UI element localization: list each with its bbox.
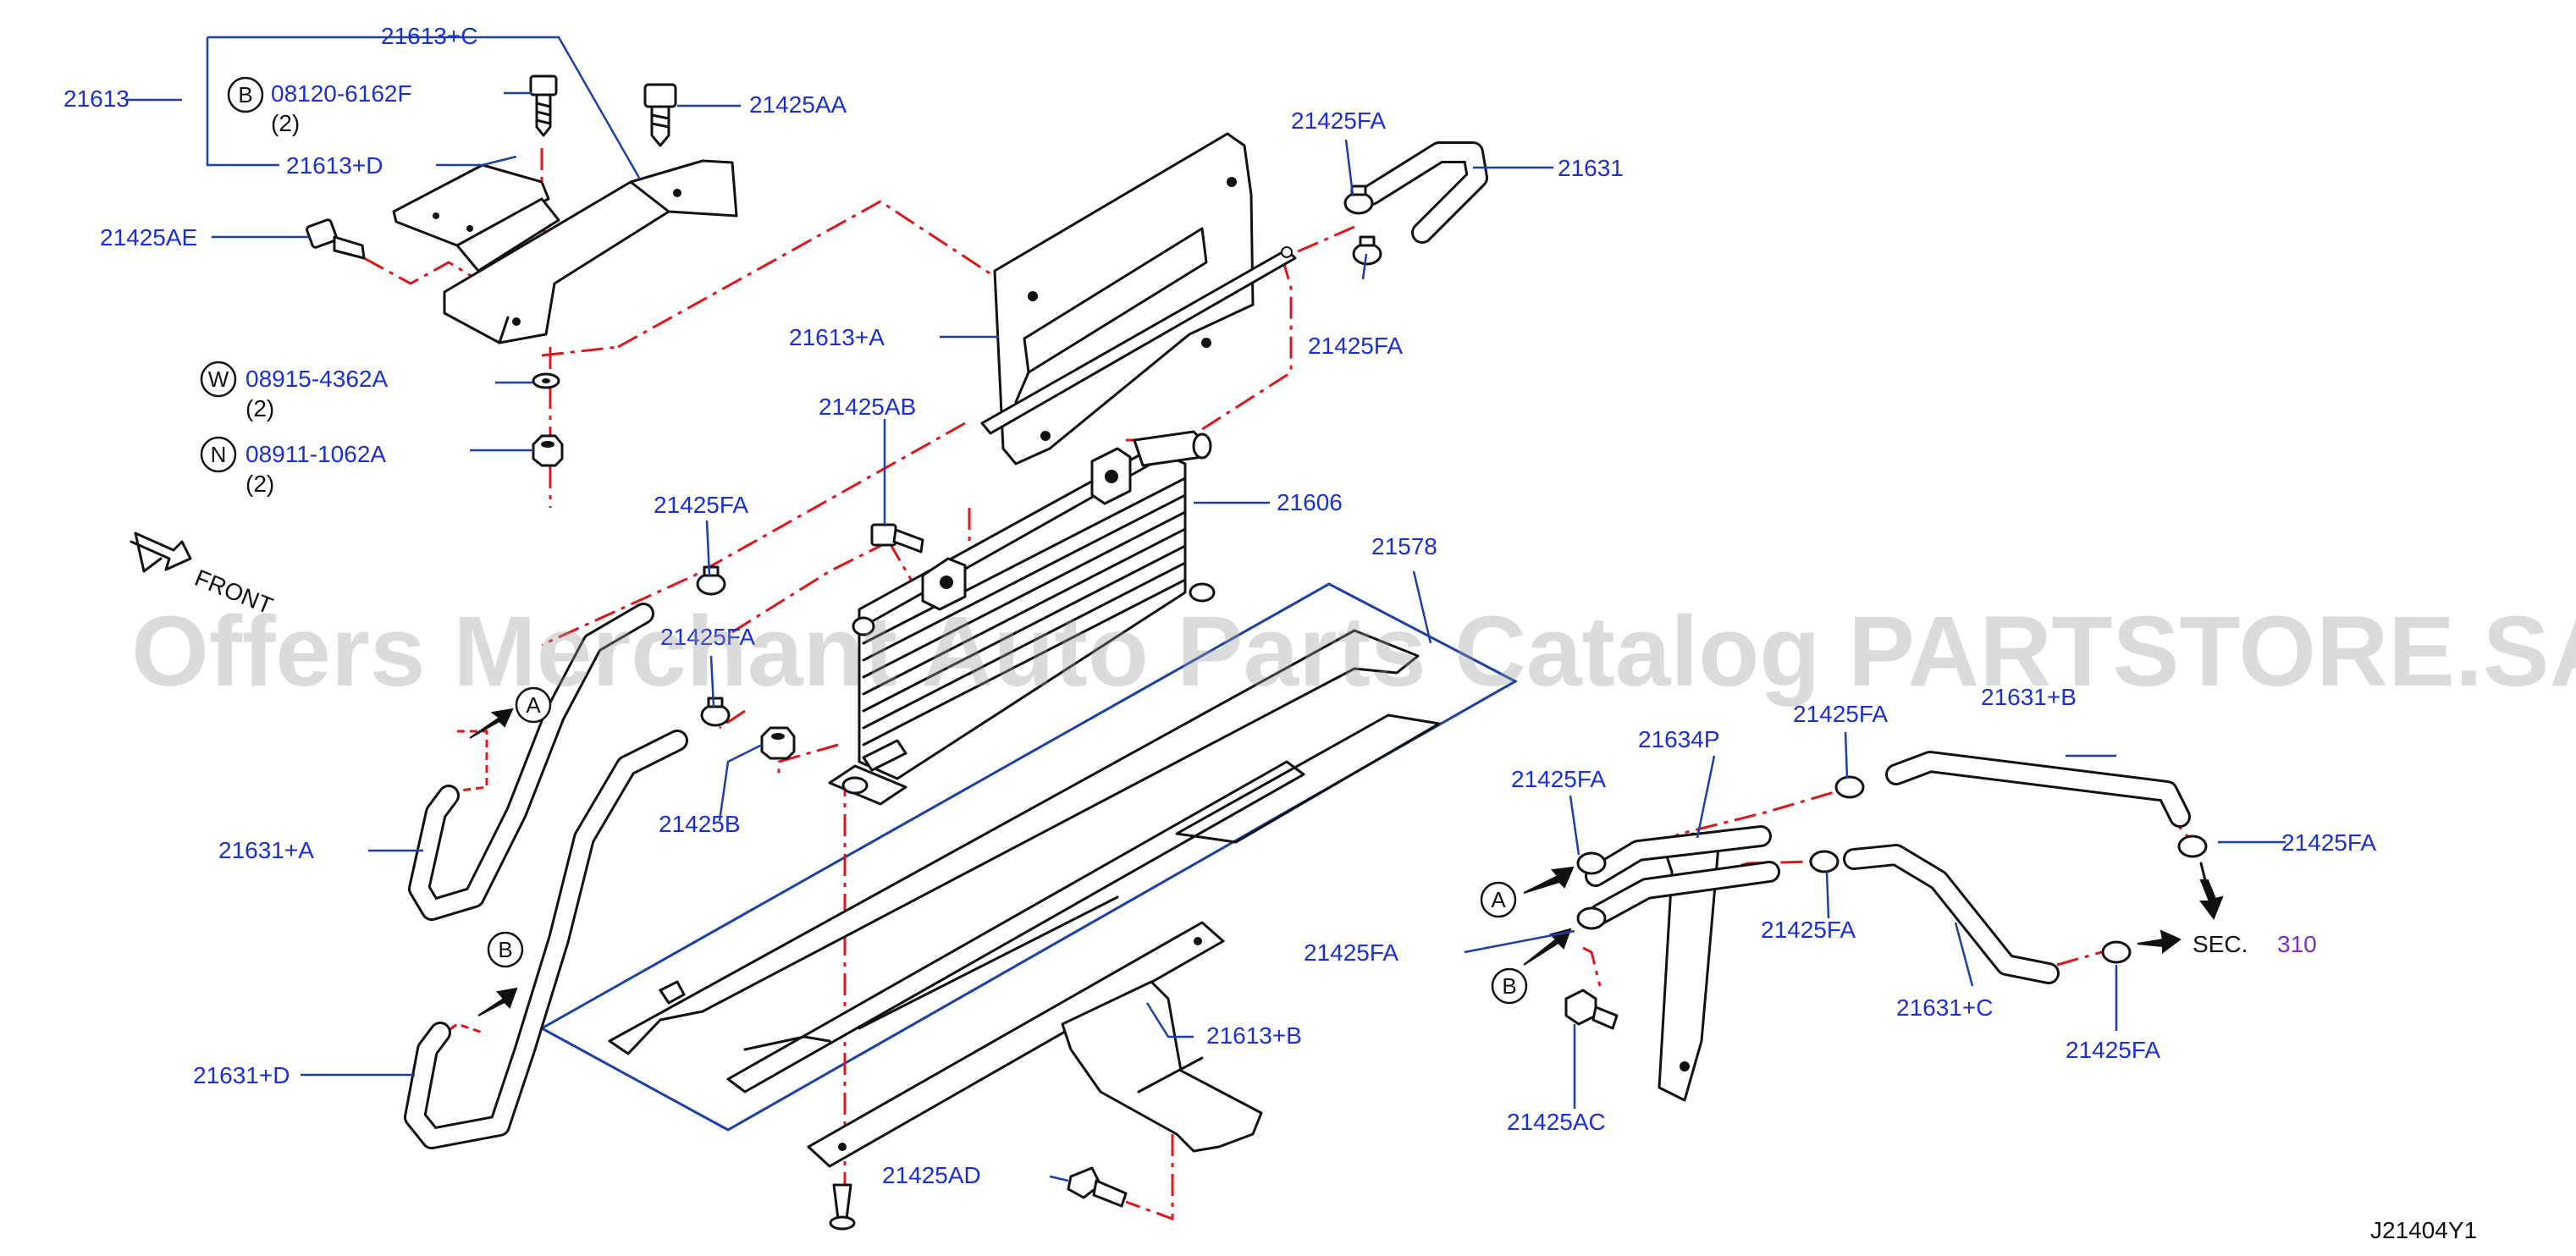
air-guide-21578 — [608, 629, 1441, 1093]
label-08915-qty: (2) — [245, 395, 274, 421]
flow-arrows — [469, 708, 2224, 1016]
assembly-frame — [538, 582, 1519, 1132]
label-08120-qty: (2) — [271, 110, 300, 136]
oil-cooler-21606 — [828, 430, 1216, 806]
bolt-21425ae — [306, 218, 366, 260]
washer-08915 — [532, 372, 560, 389]
marker-b-left: B — [498, 937, 512, 962]
watermark-text: Offers Merchant Auto Parts Catalog PARTS… — [131, 596, 2576, 708]
label-21613d: 21613+D — [286, 152, 383, 179]
hose-21631c — [1843, 844, 2060, 984]
bolt-08120 — [529, 74, 558, 137]
label-21613c: 21613+C — [381, 23, 477, 49]
label-21425fa-top: 21425FA — [1291, 107, 1386, 134]
label-21425ab: 21425AB — [819, 394, 916, 420]
label-21606: 21606 — [1277, 489, 1343, 515]
nut-21425b — [760, 726, 796, 760]
hose-21631 — [1343, 141, 1488, 266]
callout-markers: B W N A B A B — [200, 76, 1528, 1005]
leader-lines — [127, 36, 2286, 1182]
tube-21634p — [1585, 825, 1780, 1102]
label-21613: 21613 — [63, 85, 130, 112]
marker-a-right: A — [1491, 887, 1506, 912]
label-21425ac: 21425AC — [1507, 1109, 1606, 1135]
lower-bracket-21613b — [807, 921, 1263, 1168]
bolt-21425ab — [870, 523, 924, 554]
clamps-right — [1576, 775, 2208, 964]
marker-a-left: A — [526, 692, 541, 718]
upper-bracket-assembly — [392, 159, 738, 344]
label-sec-310: 310 — [2277, 931, 2317, 957]
front-direction-arrow — [130, 532, 192, 573]
label-21425fa-left2: 21425FA — [660, 624, 755, 650]
label-21631: 21631 — [1558, 155, 1624, 181]
hose-21631b — [1885, 751, 2191, 828]
marker-w-washer: W — [208, 366, 229, 392]
label-21425fa-top2: 21425FA — [1308, 333, 1403, 359]
label-21631d: 21631+D — [193, 1062, 290, 1088]
label-08911-1062a: 08911-1062A — [245, 441, 386, 467]
label-21631a: 21631+A — [218, 837, 314, 863]
nut-08911 — [532, 434, 564, 467]
label-21425fa-r1: 21425FA — [1511, 766, 1606, 792]
label-08915-4362a: 08915-4362A — [245, 366, 388, 392]
part-labels: 21613+C 21613 08120-6162F (2) 21613+D 21… — [63, 23, 2477, 1243]
bolt-21425ad — [829, 1166, 1128, 1231]
label-21613b: 21613+B — [1206, 1022, 1302, 1049]
label-21425fa-r3: 21425FA — [2281, 829, 2376, 856]
label-21425b: 21425B — [659, 811, 741, 837]
label-21425aa: 21425AA — [749, 91, 847, 118]
label-21425fa-left1: 21425FA — [654, 492, 748, 518]
label-21631c: 21631+C — [1896, 994, 1993, 1021]
label-21425fa-r4: 21425FA — [1761, 917, 1856, 943]
label-21425fa-r5: 21425FA — [1304, 939, 1398, 966]
diagram-reference-code: J21404Y1 — [2370, 1217, 2477, 1243]
label-21631b: 21631+B — [1981, 684, 2077, 710]
label-21634p: 21634P — [1638, 726, 1720, 752]
bolt-21425aa — [643, 83, 677, 147]
bolt-21425ac — [1564, 989, 1619, 1030]
clamps-left — [696, 565, 731, 727]
label-21425fa-r2: 21425FA — [1793, 701, 1888, 727]
label-21425fa-r6: 21425FA — [2066, 1037, 2160, 1063]
label-08120-6162f: 08120-6162F — [271, 80, 412, 107]
mounting-plate-21613a — [980, 132, 1297, 465]
label-21425ae: 21425AE — [100, 224, 197, 251]
marker-b-bolt: B — [238, 82, 252, 107]
marker-b-right: B — [1502, 973, 1516, 999]
label-08911-qty: (2) — [245, 471, 274, 497]
label-21613a: 21613+A — [789, 324, 885, 350]
label-21425ad: 21425AD — [882, 1162, 981, 1188]
marker-n-nut: N — [211, 442, 227, 467]
label-21578: 21578 — [1371, 533, 1437, 559]
label-sec: SEC. — [2193, 931, 2248, 957]
hoses-left — [404, 603, 688, 1149]
